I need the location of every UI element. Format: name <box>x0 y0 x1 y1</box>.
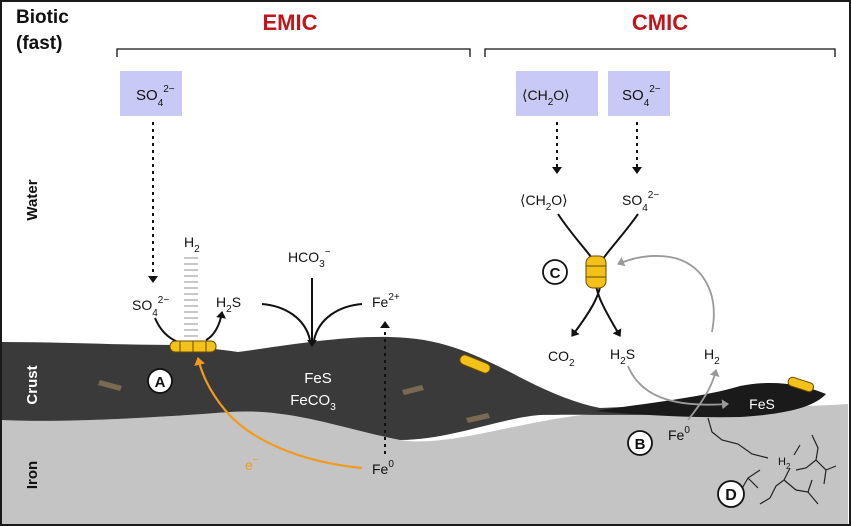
iron-to-hydrogen-arrow <box>687 369 720 421</box>
marker-b: B <box>627 430 653 456</box>
feco3-label: FeCO3 <box>290 392 336 413</box>
h2s-label-right: H2S <box>610 346 635 367</box>
h2s-release-arrow-left <box>205 311 227 341</box>
organic-source-box <box>516 71 598 116</box>
iron-label: Iron <box>24 461 41 489</box>
iron-converge-path <box>313 303 363 341</box>
biotic-label: Biotic <box>16 7 69 28</box>
emic-bracket <box>116 48 471 57</box>
fes-label-center: FeS <box>304 370 332 387</box>
h2-label-crack: H2 <box>778 456 791 471</box>
metallic-iron-label-left: Fe0 <box>372 459 394 477</box>
metallic-iron-label-right: Fe0 <box>668 425 690 443</box>
surface-microbe-right <box>787 376 815 393</box>
crust-label: Crust <box>24 365 41 404</box>
fes-deposit <box>595 382 826 418</box>
crust-layer <box>2 336 700 440</box>
organic-box-label: ⟨CH2O⟩ <box>522 87 570 108</box>
organic-label: ⟨CH2O⟩ <box>520 192 568 213</box>
crust-inclusion <box>402 385 424 395</box>
electron-label: e− <box>245 455 259 473</box>
cmic-heading: CMIC <box>632 10 688 35</box>
h2-label-right: H2 <box>704 346 720 367</box>
marker-d: D <box>717 480 745 508</box>
sulfate-source-box-right <box>608 71 670 116</box>
co2-label: CO2 <box>548 348 575 369</box>
emic-heading: EMIC <box>263 10 318 35</box>
h2s-label-left: H2S <box>216 294 241 315</box>
sulfide-converge-path <box>261 303 311 341</box>
crust-inclusion <box>466 413 490 423</box>
bicarbonate-label: HCO3− <box>288 247 331 270</box>
emic-microbe-a <box>169 340 217 353</box>
hydrogen-uptake-arrow <box>617 255 715 333</box>
sulfate-box-left-label: SO42− <box>136 84 175 109</box>
biotic-fast-label: (fast) <box>16 33 62 54</box>
sulfate-label-right: SO42− <box>622 190 659 214</box>
electron-flow-arrow <box>194 357 363 470</box>
h2-diffusion-column <box>184 257 198 337</box>
crust-inclusion <box>98 380 122 391</box>
cmic-bracket <box>484 48 836 57</box>
ferrous-iron-label: Fe2+ <box>372 292 400 310</box>
svg-text:A: A <box>155 374 166 391</box>
sulfate-source-box-left <box>120 71 182 116</box>
svg-text:C: C <box>550 265 561 282</box>
cmic-microbe-c <box>585 255 607 289</box>
sulfate-label-left: SO42− <box>132 295 169 319</box>
water-label: Water <box>24 179 41 220</box>
fes-label-right: FeS <box>749 396 775 412</box>
crack-network <box>707 417 837 505</box>
svg-text:D: D <box>725 487 737 504</box>
marker-a: A <box>147 368 173 394</box>
sulfate-box-right-label: SO42− <box>622 84 661 109</box>
marker-c: C <box>542 259 568 285</box>
sulfide-to-fes-arrow <box>627 365 729 410</box>
svg-text:B: B <box>635 436 646 453</box>
surface-microbe <box>459 354 491 374</box>
h2-label-left: H2 <box>184 234 200 255</box>
